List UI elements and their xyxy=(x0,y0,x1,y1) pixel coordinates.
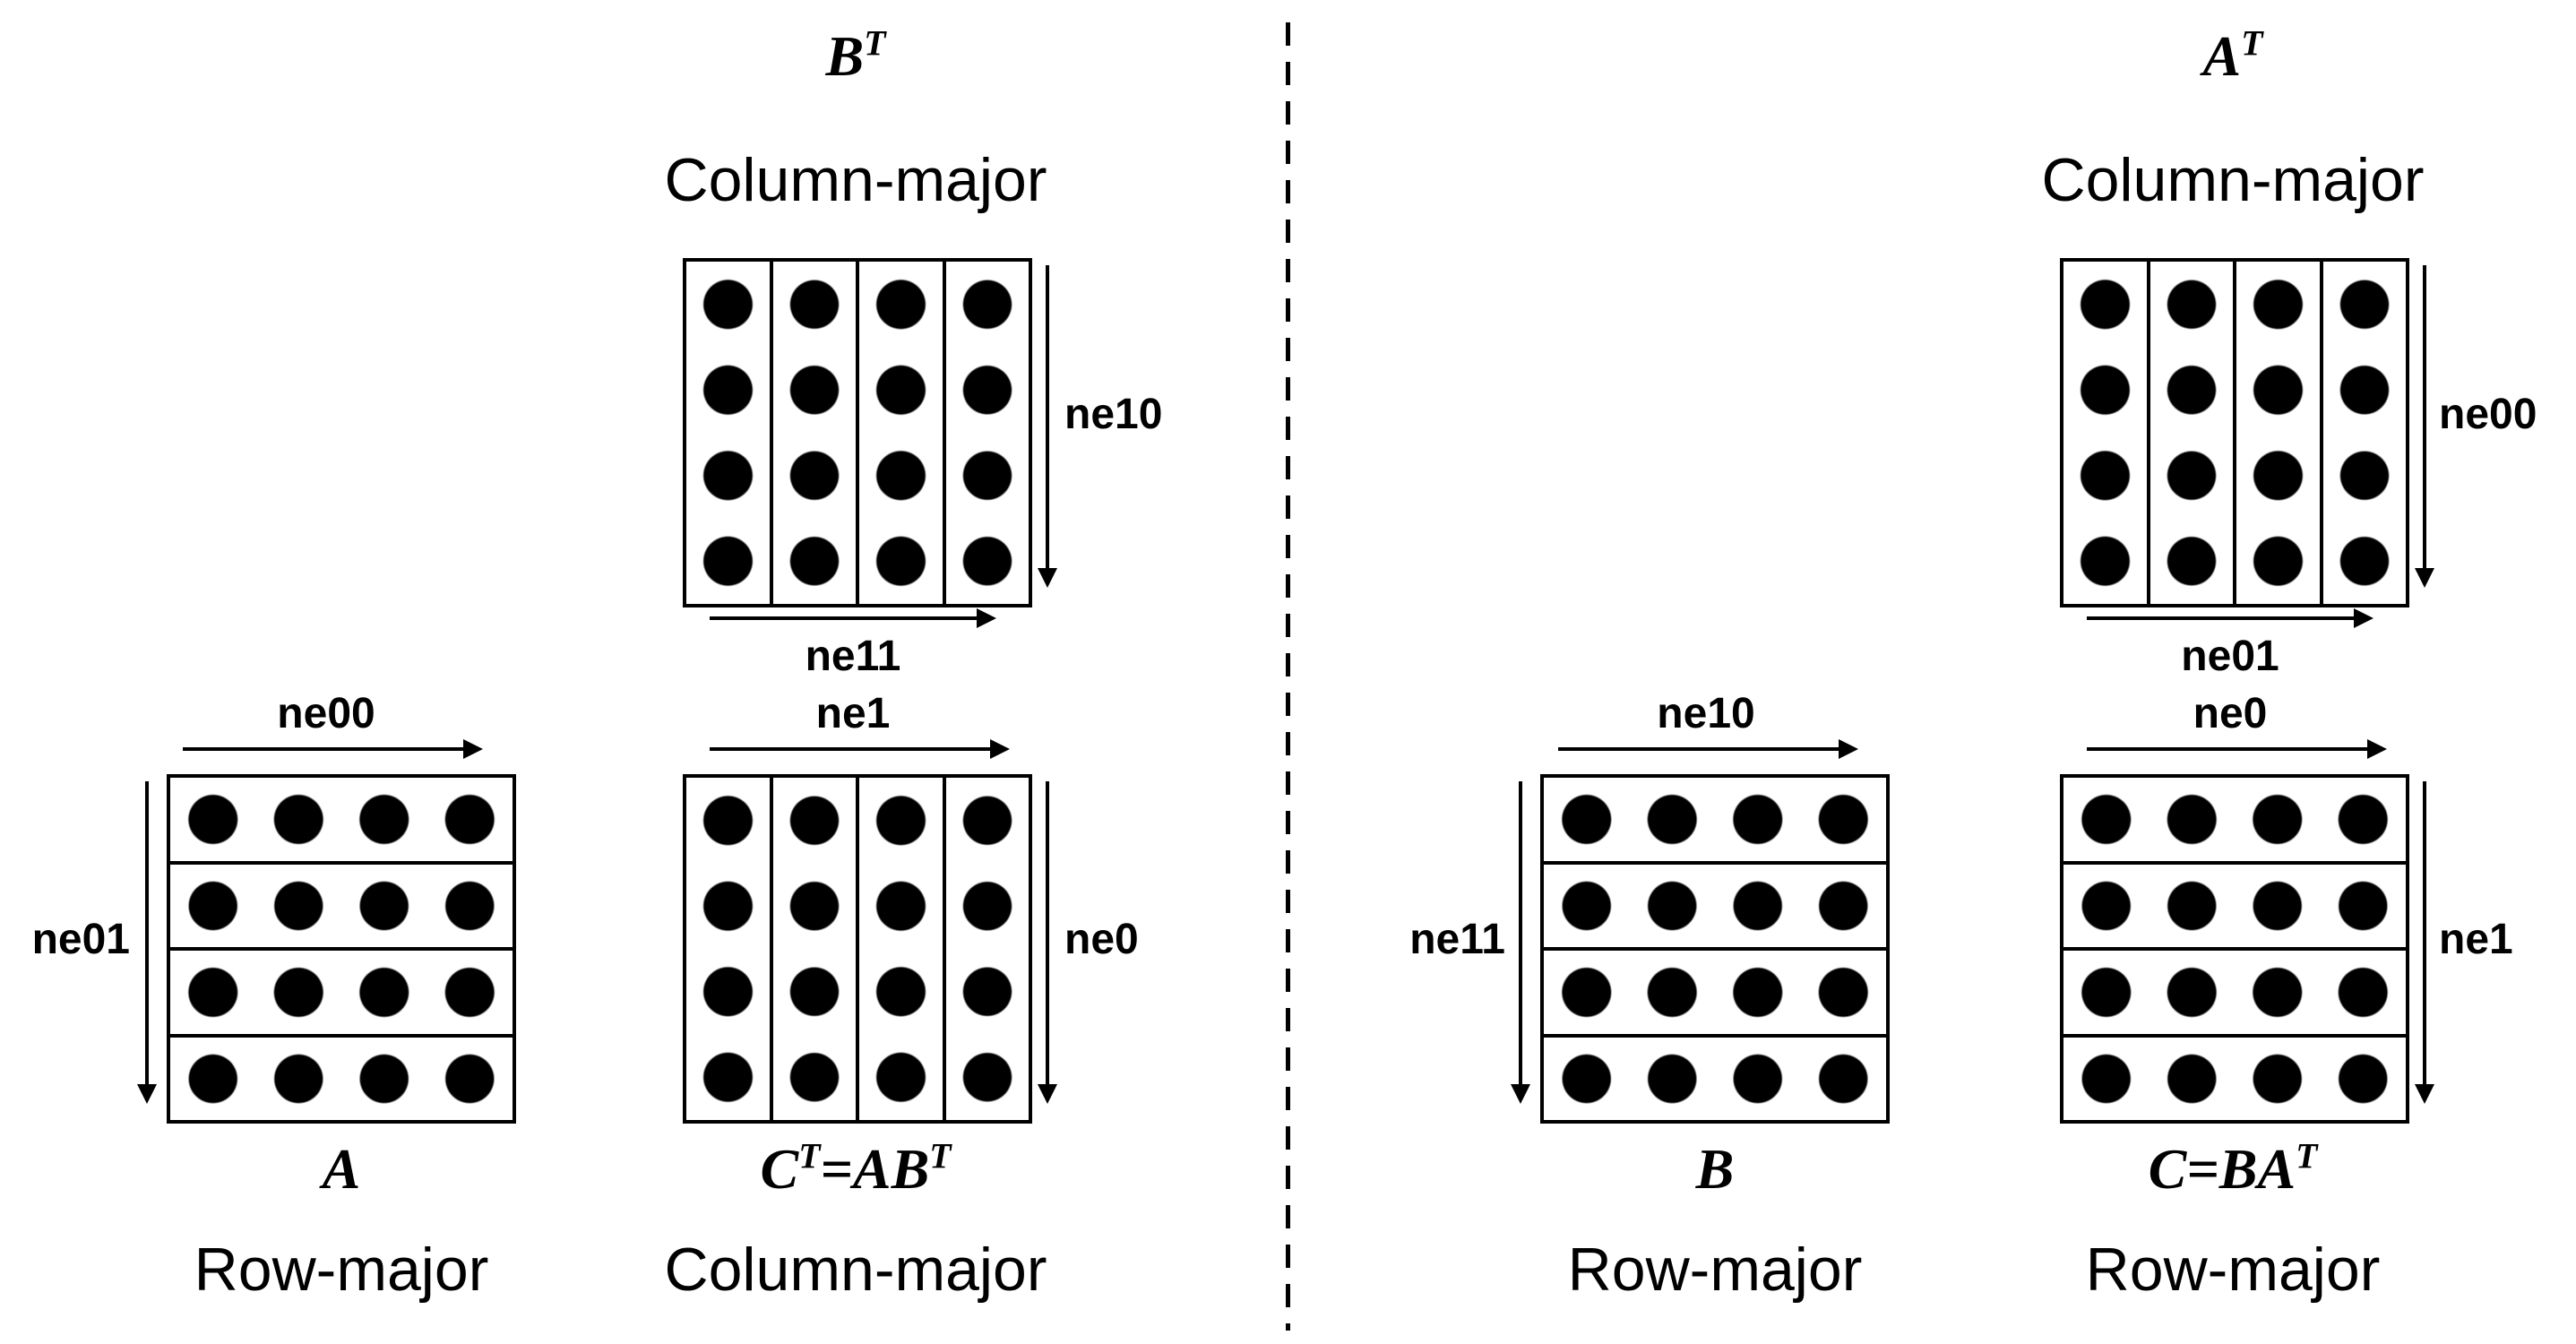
label-ne00: ne00 xyxy=(277,690,375,737)
transpose-superscript: T xyxy=(864,23,886,64)
matrix-title-a: A xyxy=(207,1136,476,1202)
matrix-letter: C xyxy=(760,1137,799,1201)
arrow-right-ne01-right xyxy=(2087,616,2356,620)
label-ne01-right: ne01 xyxy=(2181,633,2279,680)
label-ne10-right: ne10 xyxy=(1657,690,1755,737)
matrix-row-strip xyxy=(2063,947,2406,1034)
matrix-column-strip xyxy=(769,262,856,604)
matrix-row-strip xyxy=(1544,778,1886,861)
transpose-superscript: T xyxy=(2241,23,2263,64)
equation-text: =AB xyxy=(820,1137,930,1201)
transpose-superscript: T xyxy=(798,1136,821,1176)
arrow-right-ne10-right xyxy=(1558,747,1840,751)
matrix-c xyxy=(2060,774,2409,1124)
matrix-c-transpose xyxy=(683,774,1032,1124)
matrix-column-strip xyxy=(856,778,943,1120)
label-ne0-right: ne0 xyxy=(2193,690,2268,737)
layout-label-a: Row-major xyxy=(194,1236,489,1304)
arrow-down-ne00-right xyxy=(2423,265,2426,570)
matrix-row-strip xyxy=(2063,1033,2406,1120)
label-ne1: ne1 xyxy=(815,690,891,737)
matrix-b xyxy=(1540,774,1890,1124)
matrix-row-strip xyxy=(2063,778,2406,861)
layout-label-a-transpose: Column-major xyxy=(2041,146,2425,214)
label-ne11: ne11 xyxy=(805,633,901,680)
transpose-superscript: T xyxy=(2296,1136,2318,1176)
layout-label-c-transpose: Column-major xyxy=(664,1236,1047,1304)
matrix-row-strip xyxy=(170,1033,513,1120)
matrix-b-transpose xyxy=(683,258,1032,607)
matrix-column-strip xyxy=(2063,262,2147,604)
matrix-a xyxy=(167,774,516,1124)
matrix-row-strip xyxy=(170,778,513,861)
layout-label-c: Row-major xyxy=(2085,1236,2381,1304)
arrow-down-ne1-right xyxy=(2423,781,2426,1086)
matrix-letter: B xyxy=(825,24,865,88)
arrow-down-ne01 xyxy=(145,781,149,1086)
matrix-row-strip xyxy=(1544,1033,1886,1120)
layout-label-b: Row-major xyxy=(1567,1236,1863,1304)
arrow-down-ne11-right xyxy=(1519,781,1522,1086)
label-ne1-right: ne1 xyxy=(2439,916,2513,963)
matrix-letter: A xyxy=(322,1137,361,1201)
matrix-row-strip xyxy=(2063,860,2406,947)
panel-divider-dashed-line xyxy=(1286,22,1290,1331)
arrow-down-ne0 xyxy=(1046,781,1049,1086)
matrix-column-strip xyxy=(856,262,943,604)
matrix-row-strip xyxy=(1544,860,1886,947)
arrow-right-ne1 xyxy=(710,747,992,751)
layout-label-b-transpose: Column-major xyxy=(664,146,1047,214)
matrix-column-strip xyxy=(769,778,856,1120)
arrow-right-ne0-right xyxy=(2087,747,2369,751)
label-ne11-right: ne11 xyxy=(1409,916,1505,963)
equation-text: C=BA xyxy=(2148,1137,2296,1201)
matrix-column-strip xyxy=(2233,262,2320,604)
arrow-down-ne10 xyxy=(1046,265,1049,570)
label-ne10: ne10 xyxy=(1064,391,1163,438)
matrix-row-strip xyxy=(170,947,513,1034)
matrix-title-b: B xyxy=(1581,1136,1849,1202)
matrix-column-strip xyxy=(686,262,770,604)
matrix-column-strip xyxy=(686,778,770,1120)
matrix-title-c-transpose: CT=ABT xyxy=(676,1136,1035,1202)
matrix-letter: A xyxy=(2202,24,2242,88)
matrix-title-a-transpose: AT xyxy=(2098,23,2367,90)
matrix-row-strip xyxy=(170,860,513,947)
matrix-column-strip xyxy=(942,778,1029,1120)
matrix-title-c: C=BAT xyxy=(2054,1136,2412,1202)
arrow-right-ne00 xyxy=(183,747,465,751)
arrow-right-ne11 xyxy=(710,616,978,620)
matrix-column-strip xyxy=(942,262,1029,604)
transpose-superscript: T xyxy=(929,1136,952,1176)
label-ne00-right: ne00 xyxy=(2439,391,2537,438)
matrix-column-strip xyxy=(2146,262,2233,604)
matrix-letter: B xyxy=(1695,1137,1735,1201)
matrix-title-b-transpose: BT xyxy=(721,23,990,90)
matrix-row-strip xyxy=(1544,947,1886,1034)
label-ne0: ne0 xyxy=(1064,916,1139,963)
matrix-column-strip xyxy=(2319,262,2406,604)
label-ne01: ne01 xyxy=(31,916,130,963)
matrix-a-transpose xyxy=(2060,258,2409,607)
